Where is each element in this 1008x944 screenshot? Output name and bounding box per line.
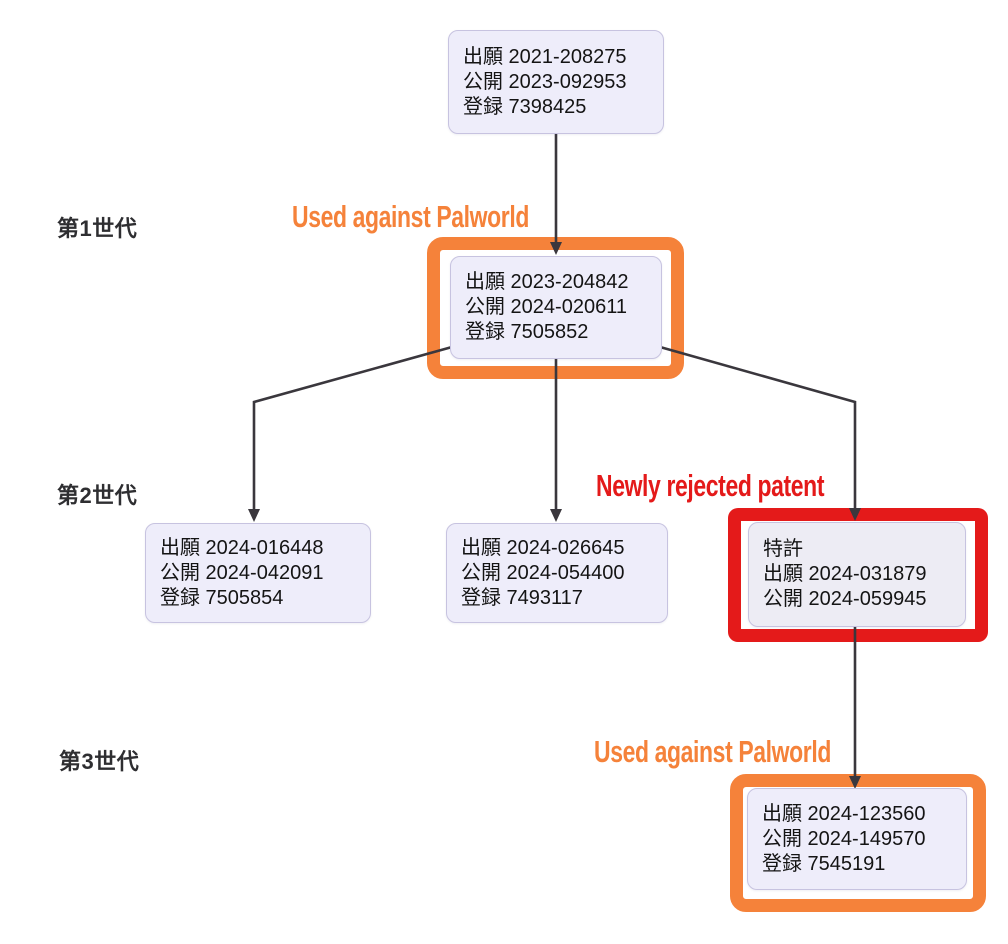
- patent-node-gen2-left: 出願 2024-016448 公開 2024-042091 登録 7505854: [145, 523, 371, 623]
- arrowhead-gen2right: [849, 508, 861, 521]
- annotation-used-against-palworld-1: Used against Palworld: [292, 199, 529, 234]
- arrowhead-gen3: [849, 776, 861, 789]
- patent-field-publication: 公開 2023-092953: [463, 70, 627, 93]
- patent-field-publication: 公開 2024-054400: [461, 561, 625, 584]
- patent-node-gen2-middle: 出願 2024-026645 公開 2024-054400 登録 7493117: [446, 523, 668, 623]
- patent-field-registration: 登録 7545191: [762, 852, 886, 875]
- arrowhead-gen2middle: [550, 509, 562, 522]
- patent-field-registration: 登録 7505854: [160, 586, 284, 609]
- patent-field-application: 出願 2023-204842: [465, 271, 629, 293]
- generation-label-2: 第2世代: [57, 483, 138, 508]
- annotation-used-against-palworld-2: Used against Palworld: [594, 734, 831, 769]
- patent-field-registration: 登録 7398425: [463, 95, 587, 118]
- annotation-newly-rejected-patent: Newly rejected patent: [596, 468, 825, 503]
- patent-field-publication: 公開 2024-020611: [465, 296, 627, 318]
- patent-field-publication: 公開 2024-149570: [762, 827, 926, 850]
- patent-field-application: 出願 2024-031879: [763, 563, 927, 585]
- generation-label-3: 第3世代: [59, 749, 140, 774]
- patent-field-publication: 公開 2024-042091: [160, 561, 324, 584]
- highlight-frame-gen1-orange: [427, 237, 684, 379]
- connector-gen1-gen2left: [252, 345, 453, 509]
- patent-field-registration: 登録 7505852: [465, 321, 589, 343]
- patent-field-type: 特許: [763, 538, 803, 560]
- generation-label-1: 第1世代: [57, 216, 138, 241]
- patent-field-registration: 登録 7493117: [461, 586, 583, 609]
- arrowhead-gen2left: [248, 509, 260, 522]
- patent-field-application: 出願 2024-016448: [160, 536, 324, 559]
- patent-node-root: 出願 2021-208275 公開 2023-092953 登録 7398425: [448, 30, 664, 134]
- patent-node-gen2-right: 特許 出願 2024-031879 公開 2024-059945: [748, 522, 966, 627]
- patent-node-gen3: 出願 2024-123560 公開 2024-149570 登録 7545191: [747, 788, 967, 890]
- connector-gen1-gen2right: [659, 345, 857, 508]
- patent-node-gen1: 出願 2023-204842 公開 2024-020611 登録 7505852: [450, 256, 662, 359]
- highlight-frame-gen2-right-red: [728, 508, 988, 642]
- patent-field-publication: 公開 2024-059945: [763, 588, 927, 610]
- arrowhead-gen1: [550, 242, 562, 255]
- patent-field-application: 出願 2024-123560: [762, 802, 926, 825]
- patent-field-application: 出願 2021-208275: [463, 45, 627, 68]
- patent-field-application: 出願 2024-026645: [461, 536, 625, 559]
